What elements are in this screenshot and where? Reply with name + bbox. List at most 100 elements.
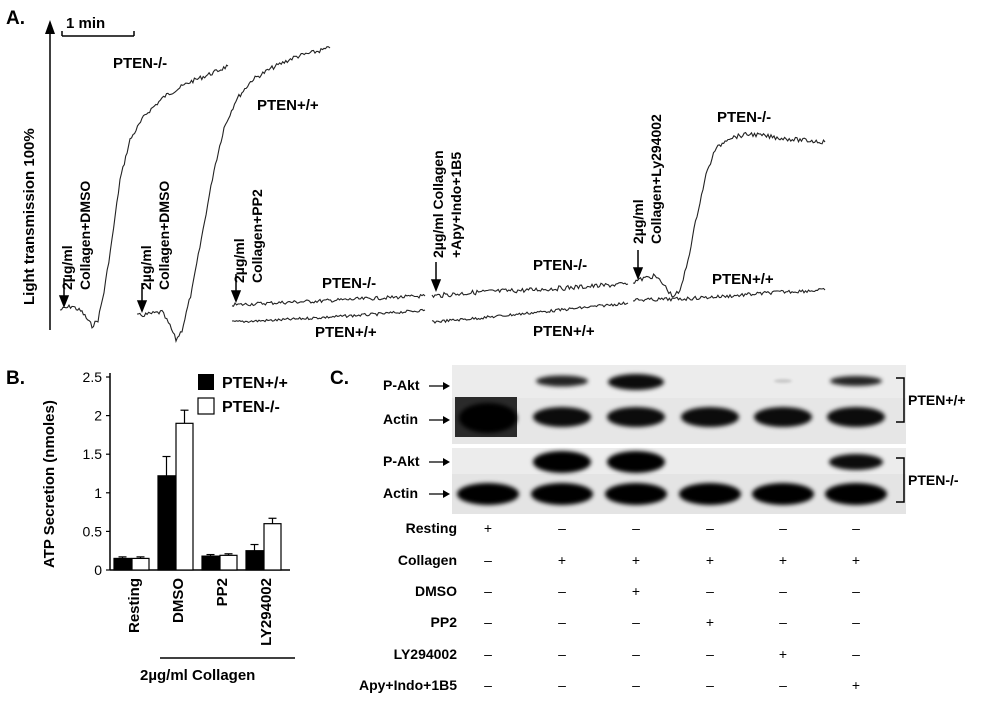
- trace3-label-upper: PTEN-/-: [322, 275, 376, 292]
- legend-swatch-ko: [197, 397, 215, 415]
- band-ko-pakt-6: [829, 454, 883, 470]
- panel-c-label: C.: [330, 368, 349, 389]
- y-tick-label: 2.5: [83, 369, 103, 385]
- band-wt-actin-6: [827, 407, 885, 427]
- trace4-ptenwt-curve: [431, 301, 629, 324]
- band-ko-actin-4: [679, 483, 741, 505]
- condition-mark: –: [779, 520, 787, 536]
- trace5-arrowhead: [632, 267, 644, 281]
- y-tick-label: 1: [94, 485, 102, 501]
- panel-a-ylabel: Light transmission 100%: [21, 128, 38, 305]
- band-wt-pakt-2: [536, 375, 588, 387]
- band-wt-actin-3: [607, 407, 665, 427]
- band-wt-actin-2: [533, 407, 591, 427]
- trace3-stimulus-line1: 2µg/ml: [231, 238, 247, 283]
- legend-swatch-wt: [198, 374, 214, 390]
- condition-mark: –: [558, 520, 566, 536]
- condition-label: LY294002: [394, 646, 458, 662]
- wt-pakt-label: P-Akt: [383, 377, 420, 393]
- trace4-stimulus-line2: +Apy+Indo+1B5: [448, 152, 464, 258]
- condition-mark: +: [632, 583, 640, 599]
- trace4-stimulus-line1: 2µg/ml Collagen: [430, 150, 446, 258]
- condition-mark: –: [484, 583, 492, 599]
- condition-mark: –: [632, 646, 640, 662]
- y-tick-label: 2: [94, 408, 102, 424]
- trace3-arrowhead: [230, 290, 242, 304]
- panel-b-label: B.: [6, 368, 25, 389]
- bar-resting-wt: [113, 557, 132, 571]
- y-tick-label: 0.5: [83, 523, 103, 539]
- trace1-ptenko-curve: [59, 64, 229, 329]
- trace2-arrowhead: [136, 300, 148, 314]
- aggregation-traces: [59, 46, 826, 343]
- band-ko-actin-6: [825, 483, 887, 505]
- panel-c: C. P-Akt Actin P-Akt Actin PTEN+/+ PTEN-…: [330, 365, 966, 693]
- legend-label-ko: PTEN-/-: [222, 399, 280, 416]
- trace2-stimulus-line2: Collagen+DMSO: [156, 181, 172, 290]
- bar-ly294002-wt: [245, 550, 264, 571]
- condition-label: Collagen: [398, 552, 457, 568]
- condition-mark: –: [558, 614, 566, 630]
- trace4-label-upper: PTEN-/-: [533, 257, 587, 274]
- condition-label: PP2: [431, 614, 458, 630]
- bar-pp2-wt: [201, 555, 220, 571]
- condition-mark: –: [558, 646, 566, 662]
- condition-mark: –: [779, 677, 787, 693]
- band-ko-actin-5: [752, 483, 814, 505]
- wt-actin-label: Actin: [383, 411, 418, 427]
- trace3-stimulus-line2: Collagen+PP2: [249, 189, 265, 283]
- panel-b: B. ATP Secretion (nmoles) 00.511.522.5Re…: [6, 368, 295, 684]
- ko-group-label: PTEN-/-: [908, 472, 959, 488]
- band-wt-actin-5: [754, 407, 812, 427]
- band-wt-actin-1: [459, 403, 517, 433]
- panel-a-y-axis-arrowhead: [45, 20, 55, 34]
- trace5-label-lower: PTEN+/+: [712, 271, 774, 288]
- bar-pp2-ko: [219, 554, 238, 571]
- wt-actin-arrowhead: [443, 416, 450, 424]
- condition-mark: –: [779, 614, 787, 630]
- panel-a: A. Light transmission 100% 1 min PTEN-/-…: [6, 8, 826, 343]
- condition-mark: –: [484, 552, 492, 568]
- trace1-arrowhead: [58, 295, 70, 309]
- wt-group-label: PTEN+/+: [908, 392, 966, 408]
- condition-mark: +: [779, 646, 787, 662]
- band-wt-pakt-3: [608, 374, 664, 390]
- condition-mark: –: [706, 583, 714, 599]
- y-tick-label: 1.5: [83, 446, 103, 462]
- condition-mark: –: [852, 646, 860, 662]
- collagen-group-label: 2µg/ml Collagen: [140, 667, 255, 684]
- ko-pakt-label: P-Akt: [383, 453, 420, 469]
- legend-label-wt: PTEN+/+: [222, 375, 288, 392]
- wt-group-bracket: [896, 377, 905, 423]
- trace4-arrowhead: [430, 279, 442, 293]
- bar-resting-ko: [131, 557, 150, 571]
- condition-label: DMSO: [415, 583, 457, 599]
- band-wt-pakt-5: [774, 379, 792, 383]
- condition-mark: –: [632, 614, 640, 630]
- ko-pakt-arrowhead: [443, 458, 450, 466]
- trace2-stimulus-line1: 2µg/ml: [138, 245, 154, 290]
- panel-b-ylabel: ATP Secretion (nmoles): [41, 400, 58, 568]
- band-ko-actin-1: [457, 483, 519, 505]
- x-category-label: LY294002: [258, 578, 275, 646]
- western-blot-bands: [457, 374, 887, 505]
- condition-mark: +: [706, 614, 714, 630]
- condition-mark: –: [558, 677, 566, 693]
- condition-mark: +: [484, 520, 492, 536]
- condition-mark: –: [484, 614, 492, 630]
- scale-bar-label: 1 min: [66, 15, 105, 32]
- trace3-label-lower: PTEN+/+: [315, 324, 377, 341]
- bar-dmso-wt: [157, 475, 176, 571]
- band-wt-actin-4: [681, 407, 739, 427]
- condition-mark: –: [779, 583, 787, 599]
- condition-mark: –: [706, 646, 714, 662]
- trace3-ptenko-curve: [231, 293, 426, 307]
- bar-ly294002-ko: [263, 523, 282, 571]
- band-ko-actin-3: [605, 483, 667, 505]
- ko-actin-arrowhead: [443, 490, 450, 498]
- band-ko-pakt-2: [533, 451, 591, 473]
- condition-mark: +: [706, 552, 714, 568]
- condition-table: Resting+–––––Collagen–+++++DMSO––+–––PP2…: [359, 520, 860, 693]
- condition-mark: +: [779, 552, 787, 568]
